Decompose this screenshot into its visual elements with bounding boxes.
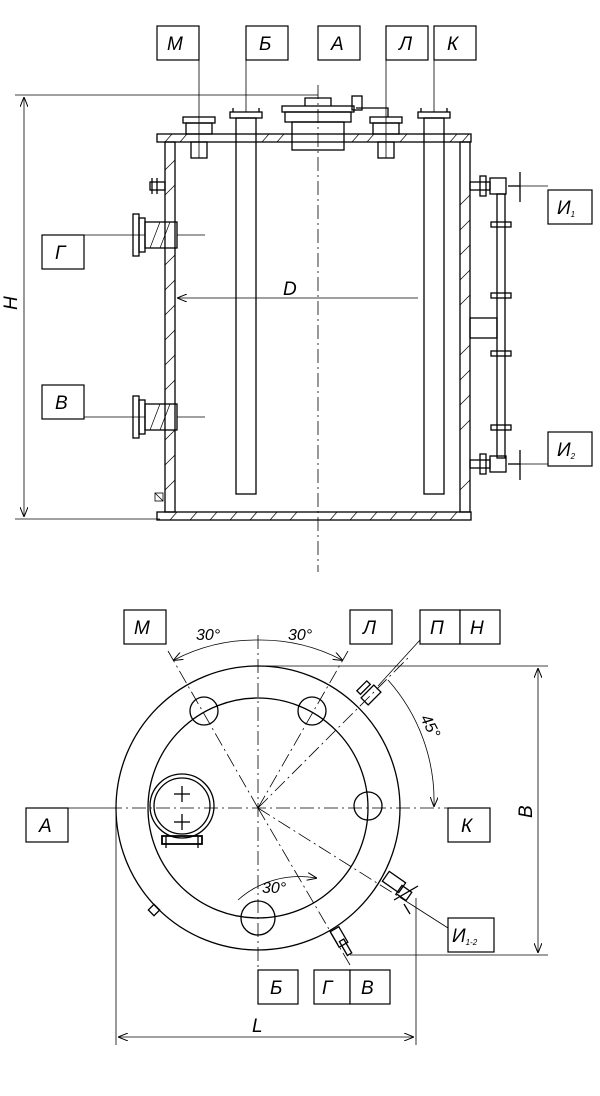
label-gv-top: Г В [313,969,391,1005]
svg-text:А: А [38,816,52,837]
arc-45 [387,679,434,806]
angle-bottom-label: 30° [262,880,287,897]
label-l: Л [385,25,429,61]
svg-text:М: М [167,34,183,55]
svg-text:Г: Г [55,243,67,264]
arc-30-left [174,639,259,660]
length-dimension: L [115,808,417,1045]
inner-shell-circle [147,697,369,919]
svg-text:И1: И1 [557,198,575,219]
nozzle-pn-top [355,679,382,706]
dim-b-label: B [516,805,537,818]
svg-text:М: М [134,618,150,639]
svg-text:Л: Л [361,618,377,639]
label-k: К [433,25,477,61]
level-gauge [469,172,521,480]
label-b: Б [245,25,289,61]
svg-text:Г: Г [322,978,334,999]
radial-l [257,650,349,809]
label-pn-top: П Н [419,609,501,645]
drain-marker [154,492,164,502]
svg-text:П: П [430,618,444,639]
arc-30-bottom [237,876,316,901]
svg-text:Б: Б [259,34,271,55]
label-i2: И2 [547,431,593,467]
top-view: 30° 30° 45° 30° L B М Л [25,609,548,1045]
label-a: А [317,25,361,61]
svg-text:К: К [461,816,474,837]
svg-text:В: В [361,978,374,999]
label-a-top: А [25,807,69,843]
label-l-top: Л [349,609,393,645]
svg-text:И1-2: И1-2 [452,926,478,947]
label-k-top: К [447,807,491,843]
valve-i12-top [381,870,419,915]
radial-i12 [257,807,413,906]
nozzle-m-top [189,696,219,726]
tank-bottom-plate [156,511,472,521]
front-view: H D М Б А Л К Г [1,25,593,572]
svg-text:А: А [330,34,344,55]
arc-30-right [257,639,342,660]
height-dimension: H [1,94,318,520]
nozzle-small-left [149,178,166,194]
manhole-a [281,97,355,151]
manhole-a-top [149,773,215,848]
svg-text:В: В [55,393,68,414]
radial-m [167,650,259,809]
label-i1: И1 [547,189,593,225]
nozzle-l [351,95,403,159]
tank-right-wall [459,141,471,513]
leader-i12-top [411,904,449,929]
pipe-k [417,108,451,495]
nozzle-b-top [240,900,276,936]
label-m: М [156,25,200,61]
svg-text:Л: Л [397,34,413,55]
dim-h-label: H [1,296,22,310]
tank-top-plate [156,133,472,143]
label-b-top: Б [257,969,299,1005]
label-v: В [41,384,85,420]
dim-l-label: L [252,1016,263,1037]
nozzle-l-top [297,696,327,726]
leader-pn-top [377,639,421,687]
angle-diag-label: 45° [416,712,443,742]
dim-d-label: D [283,279,297,300]
svg-text:Н: Н [470,618,484,639]
angle-left-label: 30° [196,627,221,644]
svg-text:К: К [447,34,460,55]
svg-text:И2: И2 [557,440,576,461]
diameter-dimension: D [178,279,418,300]
label-g: Г [41,234,85,270]
width-dimension: B [258,665,548,956]
nozzle-gv-top [329,925,353,957]
svg-text:Б: Б [270,978,282,999]
label-m-top: М [123,609,167,645]
nozzle-k-top [353,791,383,821]
radial-pn [257,655,411,809]
nub-bottom-left [147,903,161,917]
tank-left-wall [164,141,176,513]
pipe-b [229,108,263,495]
angle-right-label: 30° [288,627,313,644]
label-i12-top: И1-2 [447,917,495,953]
